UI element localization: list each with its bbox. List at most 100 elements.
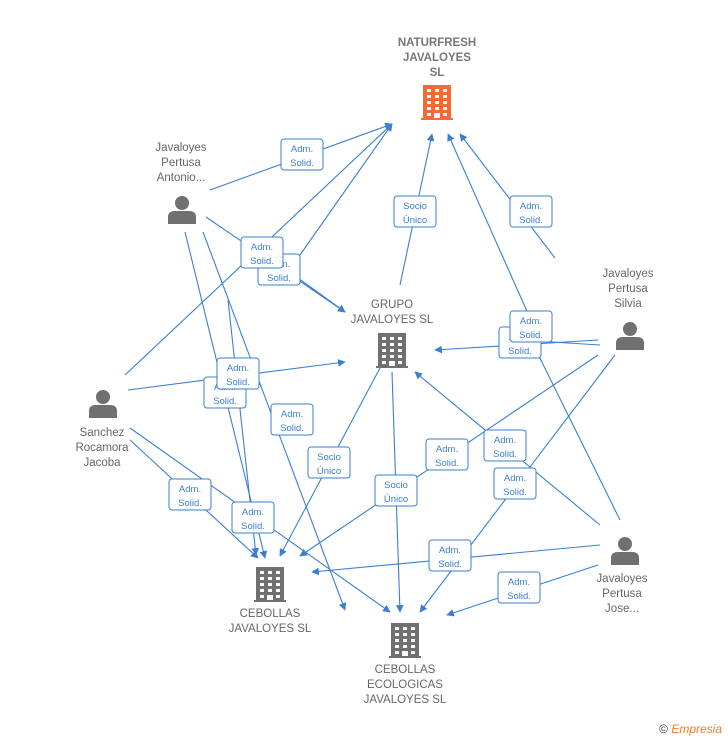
relation-tag-text: Solid. xyxy=(503,487,527,498)
relation-tag-text: Adm. xyxy=(436,444,458,455)
relation-tag[interactable]: Adm.Solid. xyxy=(270,403,314,436)
company-building-icon xyxy=(389,623,421,658)
relation-tag[interactable]: Adm. Solid. xyxy=(231,501,275,534)
relation-tag-text: Solid. xyxy=(267,273,291,284)
node-label-line: JAVALOYES SL xyxy=(351,314,434,326)
relation-tag-text: Solid. xyxy=(241,521,265,532)
node-cebollas-j[interactable]: CEBOLLAS JAVALOYES SL xyxy=(229,567,312,635)
brand-name: Empresia xyxy=(671,722,722,736)
node-label-line: Jose... xyxy=(605,603,639,615)
relation-tag-text: Solid. xyxy=(435,458,459,469)
relation-tag-text: Adm. xyxy=(494,435,516,446)
relation-tag[interactable]: Adm.Solid. xyxy=(428,539,472,572)
relation-tag-text: Adm. xyxy=(281,409,303,420)
relation-tag-text: Adm. xyxy=(520,201,542,212)
relation-tag-box xyxy=(270,403,314,436)
person-icon xyxy=(616,322,644,350)
node-cebollas-e[interactable]: CEBOLLAS ECOLOGICAS JAVALOYES SL xyxy=(364,623,447,706)
relation-tag-box xyxy=(168,478,212,511)
relation-tag-text: Solid. xyxy=(508,346,532,357)
node-label-line: Pertusa xyxy=(602,588,642,600)
relation-tag-text: Solid. xyxy=(290,158,314,169)
edge-3 xyxy=(459,133,556,259)
relation-tag-text: Solid. xyxy=(213,396,237,407)
node-label-line: Rocamora xyxy=(75,442,129,454)
relation-tag[interactable]: Adm.Solid. xyxy=(497,571,541,604)
relation-tag-box xyxy=(374,474,418,507)
node-label-line: Antonio... xyxy=(157,172,206,184)
node-label-line: ECOLOGICAS xyxy=(367,679,443,691)
relation-tag-text: Adm. xyxy=(504,473,526,484)
relation-tag[interactable]: Adm. Solid. xyxy=(493,467,537,500)
relation-tag-box xyxy=(509,310,553,343)
relation-tag-box xyxy=(497,571,541,604)
relation-tag[interactable]: Adm. Solid. xyxy=(425,438,469,471)
edge-6 xyxy=(447,133,531,319)
node-antonio[interactable]: JavaloyesPertusaAntonio... xyxy=(155,142,207,224)
node-label-line: JAVALOYES xyxy=(403,52,471,64)
relation-tag-box xyxy=(493,467,537,500)
company-building-icon xyxy=(254,567,286,602)
node-label-line: CEBOLLAS xyxy=(375,664,436,676)
relation-tag-text: Adm. xyxy=(227,363,249,374)
relation-tag[interactable]: Adm. Solid. xyxy=(280,138,324,171)
relation-tag-text: Socio xyxy=(403,201,427,212)
relation-tag-text: Socio xyxy=(384,480,408,491)
relation-tag-box xyxy=(428,539,472,572)
relation-tag-text: Único xyxy=(384,494,408,505)
relation-tag[interactable]: Adm. Solid. xyxy=(168,478,212,511)
relation-tag-box xyxy=(307,446,351,479)
node-label-line: Silvia xyxy=(614,298,642,310)
node-label-line: Javaloyes xyxy=(155,142,206,154)
node-jose[interactable]: JavaloyesPertusaJose... xyxy=(596,537,648,615)
relation-tag-text: Solid. xyxy=(178,498,202,509)
node-label-line: Javaloyes xyxy=(596,573,647,585)
node-label-line: Sanchez xyxy=(80,427,125,439)
relation-tag-text: Solid. xyxy=(226,377,250,388)
relation-tag-text: Solid. xyxy=(519,330,543,341)
relation-tag-box xyxy=(393,195,437,228)
relation-tag-text: Solid. xyxy=(493,449,517,460)
node-grupo[interactable]: GRUPO JAVALOYES SL xyxy=(351,299,434,368)
footer-brand[interactable]: © Empresia xyxy=(659,722,722,736)
person-icon xyxy=(611,537,639,565)
relation-tag-text: Adm. xyxy=(251,242,273,253)
relation-tag[interactable]: Adm. Solid. xyxy=(483,429,527,462)
relation-tag-text: Adm. xyxy=(291,144,313,155)
relation-tag-text: Adm. xyxy=(179,484,201,495)
person-icon xyxy=(168,196,196,224)
relation-tag-box xyxy=(231,501,275,534)
relation-tag[interactable]: Adm.Solid. xyxy=(509,195,553,228)
relation-tag[interactable]: Adm. Solid. xyxy=(509,310,553,343)
relation-tag-box xyxy=(425,438,469,471)
edge-24 xyxy=(529,337,621,521)
node-label-line: GRUPO xyxy=(371,299,413,311)
relation-tag[interactable]: Adm. Solid. xyxy=(216,357,260,390)
relation-tag-text: Adm. xyxy=(508,577,530,588)
relation-tag-text: Único xyxy=(403,215,427,226)
node-label-line: Jacoba xyxy=(83,457,121,469)
node-label-line: Pertusa xyxy=(608,283,648,295)
main-company-building-icon xyxy=(421,85,453,120)
relation-tag-box xyxy=(483,429,527,462)
tags-layer: Adm.Solid.SocioÚnicoAdm.Solid.Adm.Solid.… xyxy=(168,138,553,604)
relation-tag-box xyxy=(216,357,260,390)
relation-tag-text: Único xyxy=(317,466,341,477)
node-label-line: CEBOLLAS xyxy=(240,608,301,620)
person-icon xyxy=(89,390,117,418)
node-label-line: Javaloyes xyxy=(602,268,653,280)
node-label-line: JAVALOYES SL xyxy=(364,694,447,706)
relation-tag-box xyxy=(509,195,553,228)
node-label-line: JAVALOYES SL xyxy=(229,623,312,635)
relation-tag[interactable]: Adm.Solid. xyxy=(240,236,284,269)
relation-tag-text: Adm. xyxy=(242,507,264,518)
relation-tag-text: Adm. xyxy=(520,316,542,327)
